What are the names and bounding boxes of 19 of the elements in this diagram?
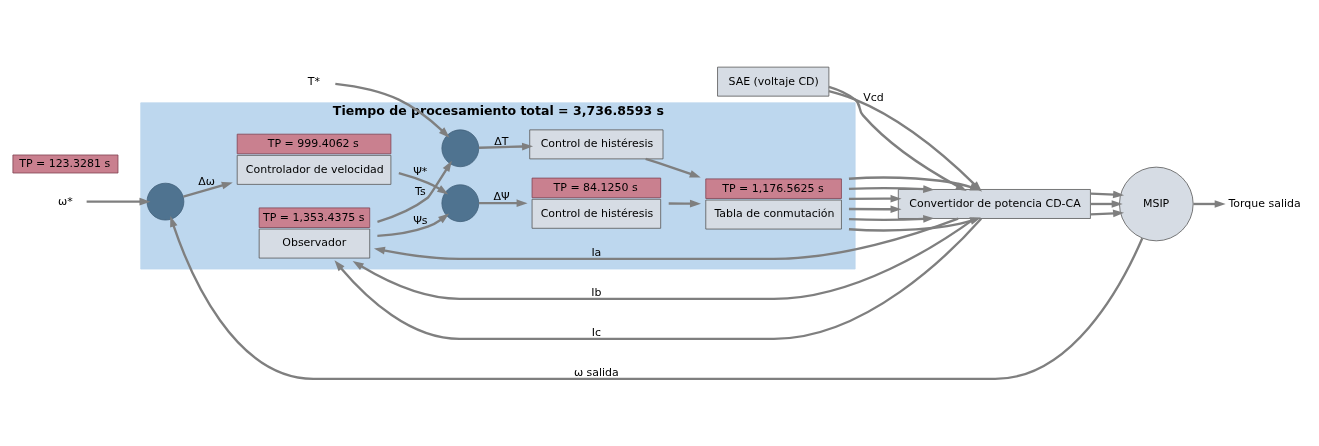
node-text: ω*	[58, 194, 73, 208]
edge-label: Δω	[198, 175, 215, 189]
edge-label: Vcd	[863, 90, 884, 104]
node-label: TP = 1,353.4375 s	[263, 210, 365, 224]
node-label: TP = 1,176.5625 s	[722, 181, 824, 195]
edge-label: ω salida	[573, 365, 619, 379]
edge-label: Ib	[591, 285, 602, 299]
edge-label: Ia	[591, 245, 602, 259]
node-label: TP = 999.4062 s	[267, 136, 359, 150]
node-text: Torque salida	[1228, 196, 1301, 210]
edge-label: ΔΨ	[493, 190, 510, 204]
edge-label: Ψs	[413, 213, 428, 227]
label: TP = 123.3281 s	[19, 156, 111, 170]
edge-label: Ψ*	[413, 165, 428, 179]
node-label: TP = 84.1250 s	[553, 180, 638, 194]
node-text: T*	[307, 75, 320, 89]
edge-label: Ts	[415, 184, 426, 198]
edge-label: ΔT	[494, 134, 509, 148]
edge-label: Ic	[591, 325, 601, 339]
